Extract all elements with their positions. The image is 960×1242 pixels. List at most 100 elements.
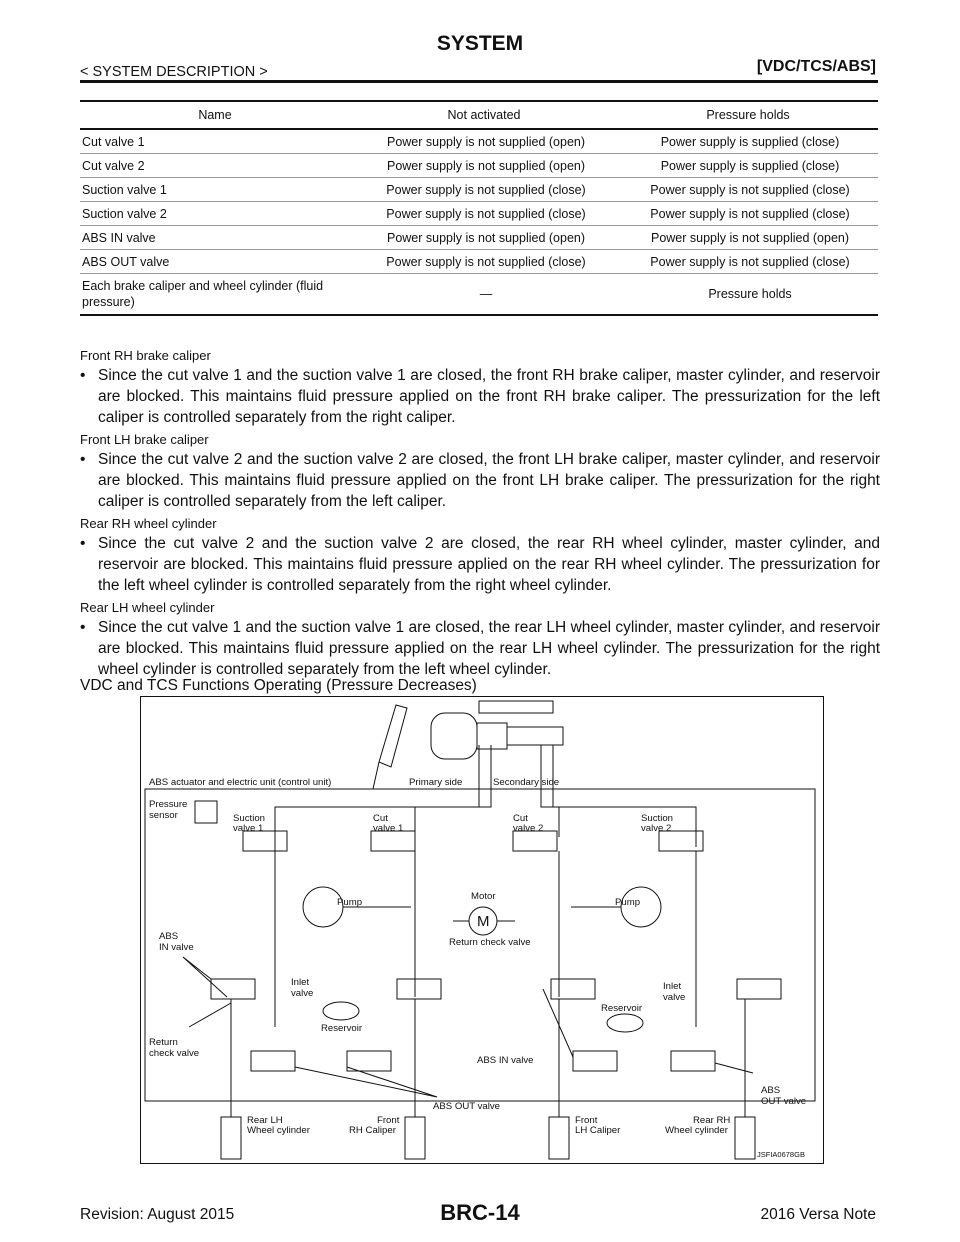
table-row: Suction valve 2 Power supply is not supp… bbox=[80, 201, 878, 226]
suction-valve-1-label: Suction bbox=[233, 813, 265, 824]
abs-in-valve-right-label: ABS IN valve bbox=[477, 1055, 534, 1066]
abs-out-valve-center-label: ABS OUT valve bbox=[433, 1101, 500, 1112]
suction-valve-2-icon bbox=[658, 830, 704, 852]
table-cell: Cut valve 1 bbox=[80, 129, 350, 154]
cut-valve-2-label: Cut bbox=[513, 813, 528, 824]
table-row: Each brake caliper and wheel cylinder (f… bbox=[80, 273, 878, 316]
table-cell: Pressure holds bbox=[618, 273, 878, 316]
cut-valve-1-label: Cut bbox=[373, 813, 388, 824]
cut-valve-2-icon bbox=[512, 830, 558, 852]
section-label: < SYSTEM DESCRIPTION > bbox=[80, 64, 268, 80]
table-header: Not activated bbox=[350, 100, 618, 130]
reservoir-right-icon bbox=[606, 1013, 644, 1033]
abs-out-valve-1-icon bbox=[250, 1050, 296, 1072]
bullet-mark: • bbox=[80, 367, 86, 384]
table-cell: Power supply is supplied (close) bbox=[618, 153, 878, 178]
reservoir-tank-icon bbox=[478, 700, 554, 714]
suction-valve-1-label: valve 1 bbox=[233, 823, 263, 834]
bullet-paragraph: • Since the cut valve 2 and the suction … bbox=[80, 533, 880, 596]
table-cell: Power supply is not supplied (open) bbox=[618, 225, 878, 250]
suction-valve-2-label: valve 2 bbox=[641, 823, 671, 834]
table-cell: Power supply is not supplied (open) bbox=[350, 129, 618, 154]
rear-rh-cylinder-icon bbox=[734, 1116, 756, 1160]
leader-return-check bbox=[188, 1002, 232, 1028]
paragraph-text: Since the cut valve 2 and the suction va… bbox=[98, 451, 880, 510]
figure-id: JSFIA0678GB bbox=[757, 1150, 805, 1159]
section-heading: Rear RH wheel cylinder bbox=[80, 516, 217, 531]
bullet-paragraph: • Since the cut valve 1 and the suction … bbox=[80, 617, 880, 680]
table-cell: Power supply is not supplied (close) bbox=[618, 249, 878, 274]
valve-status-table: Name Not activated Pressure holds Cut va… bbox=[80, 100, 878, 316]
pressure-sensor-icon bbox=[194, 800, 218, 824]
paragraph-text: Since the cut valve 2 and the suction va… bbox=[98, 535, 880, 594]
return-check-left-label: Return bbox=[149, 1037, 178, 1048]
reservoir-right-label: Reservoir bbox=[601, 1003, 643, 1014]
table-cell: ABS OUT valve bbox=[80, 249, 350, 274]
bullet-mark: • bbox=[80, 535, 86, 552]
leader-in-valve-right bbox=[542, 988, 574, 1058]
reservoir-left-icon bbox=[322, 1001, 360, 1021]
table-cell: Power supply is not supplied (open) bbox=[350, 153, 618, 178]
front-lh-caliper-icon bbox=[548, 1116, 570, 1160]
bullet-paragraph: • Since the cut valve 2 and the suction … bbox=[80, 449, 880, 512]
primary-cut-line bbox=[414, 745, 492, 837]
table-cell: Power supply is not supplied (close) bbox=[618, 177, 878, 202]
leader-out-valve-right bbox=[714, 1062, 754, 1074]
section-heading: Front LH brake caliper bbox=[80, 432, 209, 447]
table-cell: Power supply is not supplied (close) bbox=[350, 201, 618, 226]
motor-symbol: M bbox=[477, 913, 490, 930]
vehicle-model: 2016 Versa Note bbox=[760, 1206, 876, 1223]
brake-booster-icon bbox=[430, 712, 478, 760]
bullet-paragraph: • Since the cut valve 1 and the suction … bbox=[80, 365, 880, 428]
pressure-sensor-label: sensor bbox=[149, 810, 179, 821]
abs-out-valve-right-label: OUT valve bbox=[761, 1096, 806, 1107]
page-title: SYSTEM bbox=[436, 32, 524, 55]
abs-in-valve-left-label: ABS bbox=[159, 931, 178, 942]
table-row: Cut valve 1 Power supply is not supplied… bbox=[80, 129, 878, 154]
abs-out-valve-right-label: ABS bbox=[761, 1085, 780, 1096]
page-number: BRC-14 bbox=[440, 1200, 520, 1225]
bullet-mark: • bbox=[80, 451, 86, 468]
hydraulic-circuit-diagram: ABS actuator and electric unit (control … bbox=[140, 696, 824, 1164]
rear-lh-cylinder-icon bbox=[220, 1116, 242, 1160]
front-lh-label: Front bbox=[575, 1115, 598, 1126]
header-rule bbox=[80, 80, 878, 83]
table-cell: Power supply is not supplied (close) bbox=[350, 249, 618, 274]
inlet-valve-left-label: valve bbox=[291, 988, 313, 999]
table-row: Cut valve 2 Power supply is not supplied… bbox=[80, 153, 878, 178]
section-heading: Front RH brake caliper bbox=[80, 348, 211, 363]
rear-lh-label: Rear LH bbox=[247, 1115, 283, 1126]
pressure-sensor-label: Pressure bbox=[149, 799, 187, 810]
table-header: Pressure holds bbox=[618, 100, 878, 130]
front-rh-label: Front bbox=[377, 1115, 400, 1126]
paragraph-text: Since the cut valve 1 and the suction va… bbox=[98, 619, 880, 678]
leader-in-valve bbox=[182, 956, 228, 998]
return-check-left-label: check valve bbox=[149, 1048, 199, 1059]
abs-in-valve-left-label: IN valve bbox=[159, 942, 194, 953]
leader-out-valve-left bbox=[294, 1066, 438, 1098]
suction-valve-1-icon bbox=[242, 830, 288, 852]
section-heading: Rear LH wheel cylinder bbox=[80, 600, 215, 615]
rear-rh-label: Wheel cylinder bbox=[665, 1125, 729, 1136]
table-header: Name bbox=[80, 100, 350, 130]
rear-rh-label: Rear RH bbox=[693, 1115, 730, 1126]
bullet-mark: • bbox=[80, 619, 86, 636]
front-rh-label: RH Caliper bbox=[349, 1125, 397, 1136]
system-label: [VDC/TCS/ABS] bbox=[756, 58, 876, 75]
primary-side-label: Primary side bbox=[409, 777, 462, 788]
abs-actuator-label: ABS actuator and electric unit (control … bbox=[149, 777, 331, 788]
table-header-row: Name Not activated Pressure holds bbox=[80, 100, 878, 130]
table-cell: Power supply is not supplied (close) bbox=[350, 177, 618, 202]
abs-actuator-boundary bbox=[144, 788, 816, 1102]
figure-caption: VDC and TCS Functions Operating (Pressur… bbox=[80, 677, 477, 694]
reservoir-left-label: Reservoir bbox=[321, 1023, 363, 1034]
cut-valve-1-icon bbox=[370, 830, 416, 852]
suction-valve-2-label: Suction bbox=[641, 813, 673, 824]
table-row: ABS IN valve Power supply is not supplie… bbox=[80, 225, 878, 250]
inlet-valve-right-label: Inlet bbox=[663, 981, 681, 992]
inlet-valve-left-label: Inlet bbox=[291, 977, 309, 988]
master-cylinder-body bbox=[476, 722, 508, 750]
diagram-svg: ABS actuator and electric unit (control … bbox=[144, 700, 816, 1160]
abs-in-valve-rr-icon bbox=[736, 978, 782, 1000]
paragraph-text: Since the cut valve 1 and the suction va… bbox=[98, 367, 880, 426]
